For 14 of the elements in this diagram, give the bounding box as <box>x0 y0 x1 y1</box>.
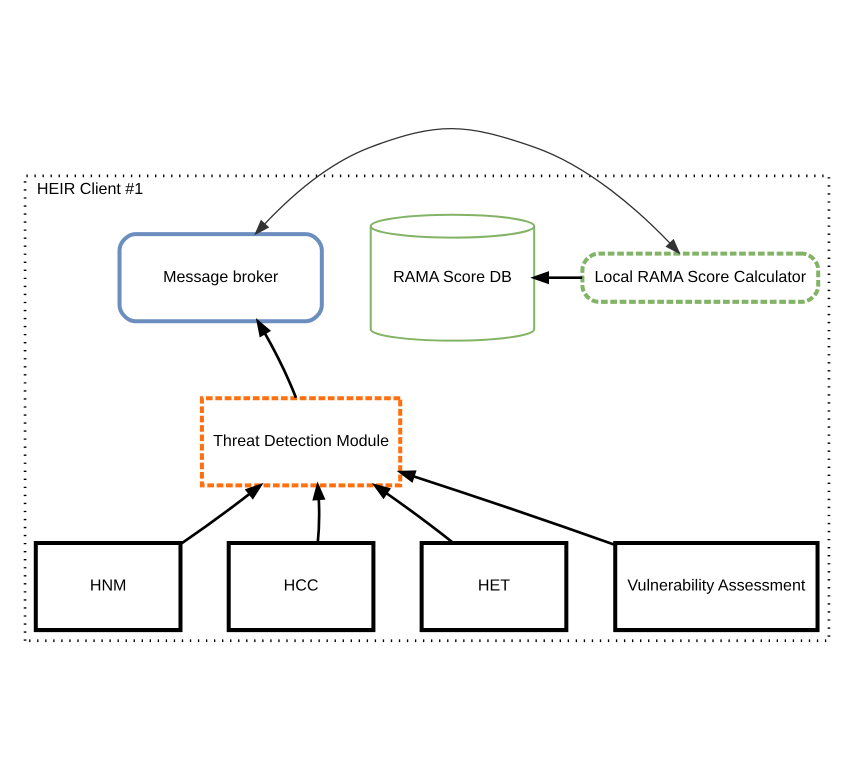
node-box: Local RAMA Score Calculator <box>580 252 820 304</box>
node-box: Vulnerability Assessment <box>612 540 820 632</box>
arrow <box>312 481 325 543</box>
arrow <box>179 482 264 546</box>
node-box: HCC <box>226 540 375 632</box>
node-box: HNM <box>33 540 182 632</box>
arrow <box>254 128 680 255</box>
arrow <box>530 271 582 284</box>
node-box: HET <box>419 540 568 632</box>
arrow <box>371 483 454 544</box>
node-box: Threat Detection Module <box>199 396 402 488</box>
arrow <box>396 470 615 546</box>
node-box: Message broker <box>117 232 324 324</box>
arrow <box>255 318 297 398</box>
